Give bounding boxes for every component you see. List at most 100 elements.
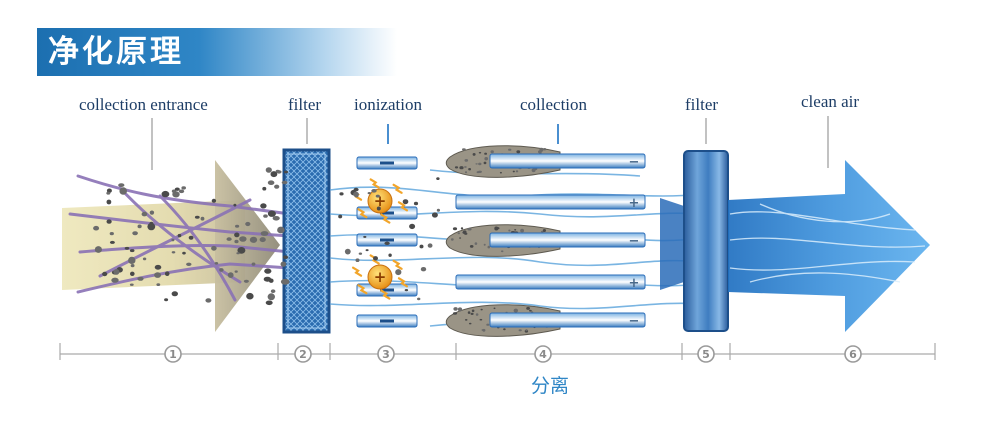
dust-particle — [186, 262, 192, 266]
dust-particle — [375, 194, 380, 198]
stage-number-circle — [377, 345, 395, 363]
dust-particle — [154, 272, 162, 278]
stage-number-circle — [294, 345, 312, 363]
dust-particle — [106, 188, 112, 193]
dust-particle — [211, 245, 217, 251]
stage-number-circle — [844, 345, 862, 363]
collection-plate — [489, 312, 646, 328]
dust-particle — [464, 319, 468, 321]
dust-particle — [281, 180, 288, 185]
dust-particle — [452, 227, 458, 231]
dust-particle — [480, 308, 483, 311]
dust-particle — [543, 148, 547, 151]
dust-particle — [194, 215, 200, 219]
dust-particle — [459, 237, 462, 239]
dust-particle — [419, 244, 424, 249]
dust-particle — [283, 170, 289, 174]
dust-particle — [490, 150, 494, 154]
ion-plate-mark — [380, 211, 394, 215]
dust-particle — [243, 279, 249, 283]
dust-particle — [462, 148, 466, 151]
dust-particle — [268, 278, 274, 283]
dust-particle — [468, 322, 472, 325]
stage-number: 1 — [169, 348, 177, 361]
plate-polarity-sign: + — [629, 196, 640, 211]
filter-dust — [259, 167, 290, 306]
dust-particle — [457, 307, 463, 312]
dust-particle — [478, 151, 482, 154]
stage-number-circle — [164, 345, 182, 363]
dust-particle — [487, 245, 491, 249]
dust-particle — [452, 312, 458, 315]
label-filter-1: filter — [288, 95, 322, 114]
dust-particle — [280, 261, 287, 267]
dust-particle — [508, 229, 511, 232]
dust-particle — [486, 323, 490, 326]
dust-particle — [109, 240, 115, 244]
dust-particle — [479, 318, 483, 321]
dust-particle — [427, 243, 433, 248]
dust-particle — [177, 233, 182, 238]
dust-particle — [367, 192, 371, 195]
dust-particle — [353, 191, 359, 197]
ionization-plates — [356, 156, 418, 328]
dust-particle — [171, 189, 177, 193]
spark-mark — [392, 183, 403, 194]
dust-particle — [475, 313, 479, 316]
dust-particle — [239, 236, 247, 242]
dust-particle — [494, 226, 499, 231]
dust-particle — [171, 251, 176, 254]
dust-particle — [344, 248, 351, 255]
dust-particle — [154, 264, 162, 270]
dust-particle — [234, 239, 239, 244]
dust-particle — [482, 328, 486, 332]
separation-label: 分离 — [530, 375, 569, 397]
dust-particle — [251, 262, 256, 266]
intake-dust — [93, 183, 258, 303]
dust-particle — [395, 269, 402, 276]
dust-particle — [516, 150, 521, 154]
dust-particle — [234, 270, 238, 273]
dust-particle — [420, 267, 427, 272]
dust-particle — [267, 210, 276, 217]
dust-particle — [280, 278, 290, 285]
dust-particle — [234, 232, 240, 238]
dust-particle — [259, 237, 266, 243]
dust-particle — [93, 225, 100, 231]
dust-particle — [472, 153, 476, 156]
stage-number-circle — [534, 345, 552, 363]
spark-mark — [351, 266, 363, 277]
dust-particle — [497, 227, 500, 230]
dust-particle — [476, 171, 480, 174]
label-ionization: ionization — [354, 95, 422, 114]
dust-particle — [132, 231, 138, 236]
dust-particle — [124, 246, 130, 250]
ionization-dust — [338, 177, 440, 301]
dust-particle — [459, 166, 464, 170]
dust-particle — [236, 252, 240, 255]
dust-particle — [137, 224, 142, 229]
dust-particle — [365, 249, 369, 252]
ion-plate-mark — [380, 319, 394, 323]
dust-particle — [436, 177, 440, 181]
dust-particle — [94, 246, 102, 253]
dust-particle — [260, 203, 267, 209]
dust-particle — [130, 264, 135, 268]
spark-mark — [380, 213, 391, 224]
ion-plate-mark — [380, 161, 394, 165]
plate-polarity-sign: + — [629, 276, 640, 291]
dust-particle — [499, 171, 502, 174]
ion-particle — [367, 264, 393, 290]
dust-particle — [245, 221, 251, 227]
dust-particle — [417, 297, 421, 301]
dust-particle — [469, 245, 474, 248]
dust-particle — [174, 187, 180, 191]
dust-particle — [404, 289, 409, 292]
clean-air-arrow — [728, 160, 930, 332]
dust-particle — [277, 226, 285, 234]
dust-particle — [147, 222, 156, 231]
spark-mark — [392, 259, 403, 270]
dust-particle — [267, 180, 275, 185]
